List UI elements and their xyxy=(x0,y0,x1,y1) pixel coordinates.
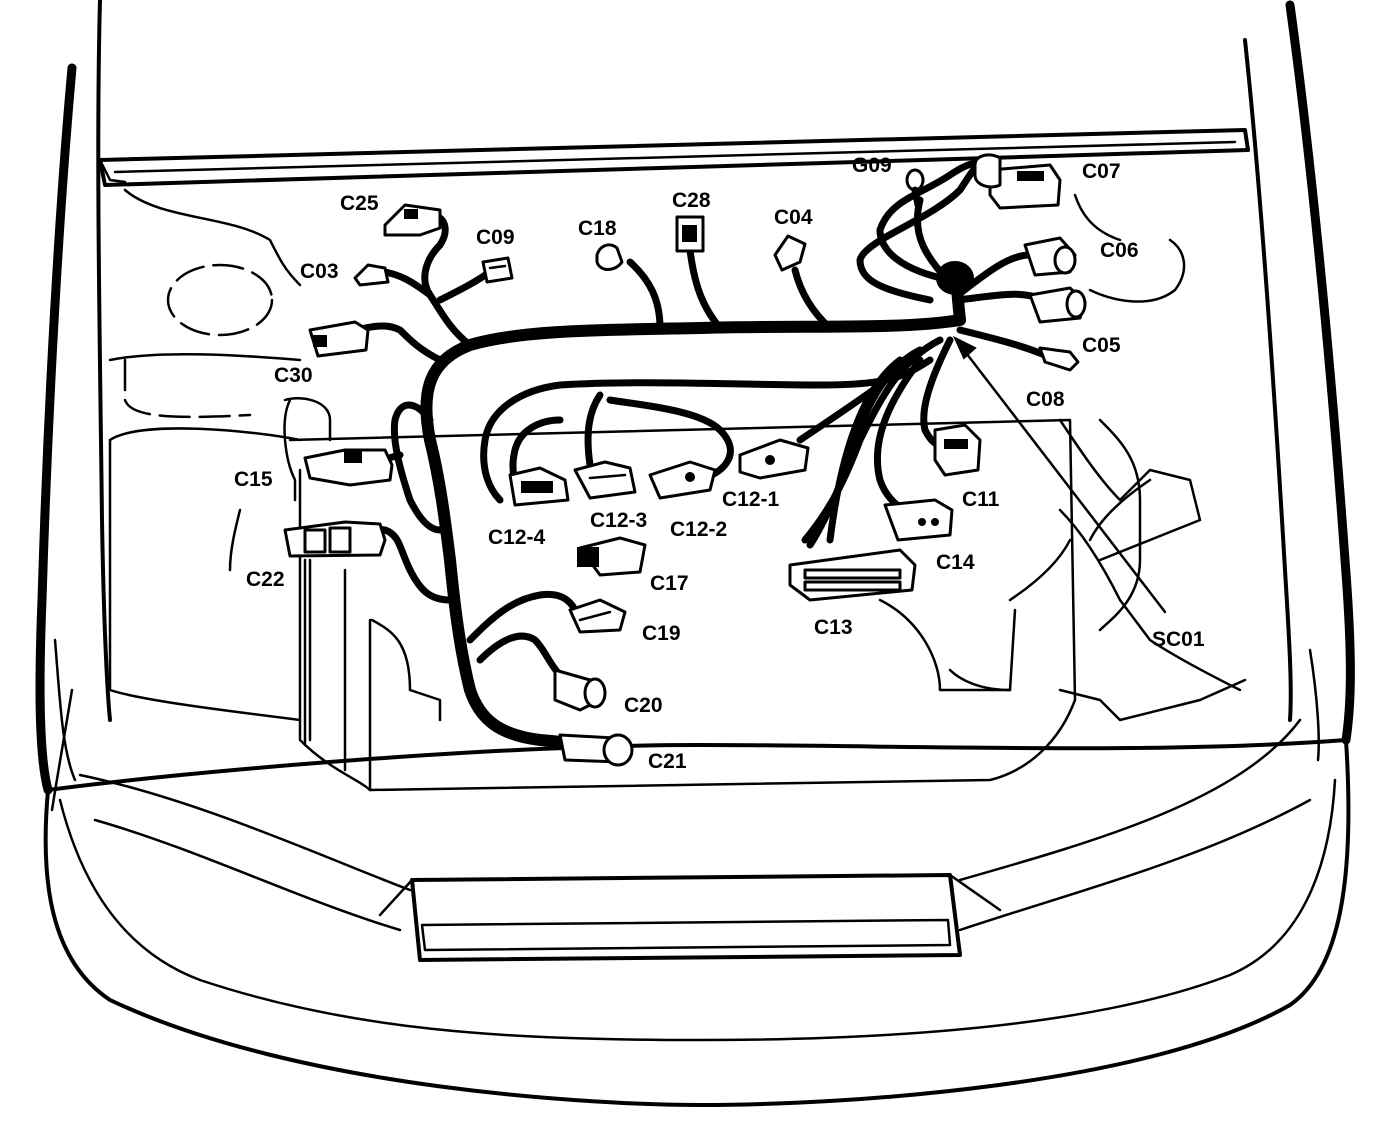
label-c07: C07 xyxy=(1082,160,1121,183)
connector-labels: G09 C07 C25 C09 C18 C28 C04 C06 C03 C05 … xyxy=(234,154,1205,773)
label-c05: C05 xyxy=(1082,334,1121,357)
label-c21: C21 xyxy=(648,750,687,773)
label-c11: C11 xyxy=(962,488,1000,511)
engine-bay-compartments xyxy=(108,188,1247,792)
label-c12-1: C12-1 xyxy=(722,488,780,511)
label-c19: C19 xyxy=(642,622,681,645)
label-c14: C14 xyxy=(936,551,975,574)
label-c12-3: C12-3 xyxy=(590,509,647,532)
label-c06: C06 xyxy=(1100,239,1139,262)
label-sc01: SC01 xyxy=(1152,628,1205,651)
label-c09: C09 xyxy=(476,226,515,249)
car-body-outline xyxy=(35,0,1355,1107)
label-c25: C25 xyxy=(340,192,379,215)
label-c28: C28 xyxy=(672,189,711,212)
label-c15: C15 xyxy=(234,468,273,491)
label-c30: C30 xyxy=(274,364,313,387)
label-c04: C04 xyxy=(774,206,813,229)
label-c13: C13 xyxy=(814,616,853,639)
label-c12-2: C12-2 xyxy=(670,518,727,541)
label-c03: C03 xyxy=(300,260,339,283)
label-c17: C17 xyxy=(650,572,689,595)
label-g09: G09 xyxy=(852,154,892,177)
label-c12-4: C12-4 xyxy=(488,526,546,549)
connector-shapes xyxy=(283,153,1167,767)
label-c22: C22 xyxy=(246,568,285,591)
label-c18: C18 xyxy=(578,217,617,240)
label-c08: C08 xyxy=(1026,388,1065,411)
label-c20: C20 xyxy=(624,694,663,717)
